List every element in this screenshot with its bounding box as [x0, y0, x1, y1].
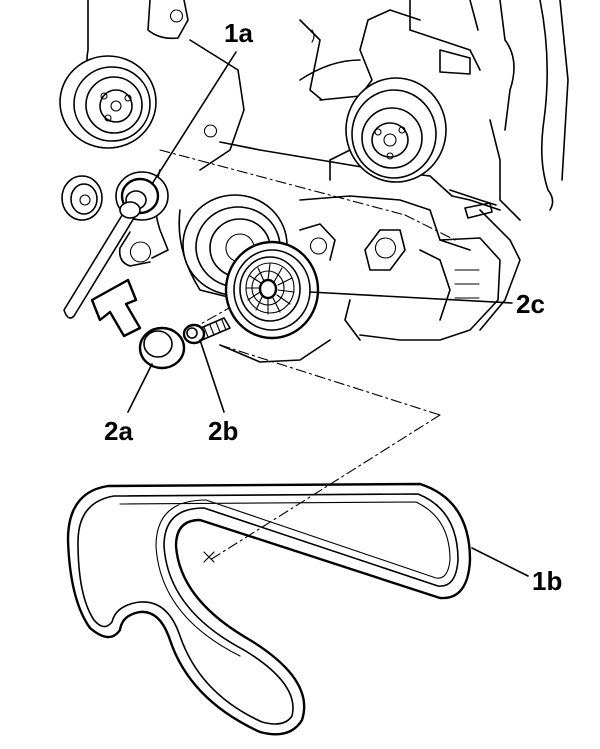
leader-2b [199, 339, 225, 413]
crankshaft-pulley [59, 55, 157, 149]
callout-2b: 2b [208, 416, 238, 446]
pulley-cap [138, 326, 186, 370]
callout-2a: 2a [104, 416, 133, 446]
serpentine-belt [66, 482, 472, 736]
leader-lines [127, 51, 529, 577]
leader-1a [151, 51, 237, 185]
small-pulley [61, 175, 103, 221]
callout-1b: 1b [532, 566, 562, 596]
wrench-tool [63, 201, 141, 319]
callout-2c: 2c [516, 289, 545, 319]
leader-2a [127, 363, 153, 413]
callout-1a: 1a [224, 18, 253, 48]
direction-arrow-icon [90, 278, 142, 338]
compressor-pulley [345, 77, 447, 183]
engine-block [86, 0, 569, 561]
leader-1b [471, 547, 529, 577]
idler-pulley [224, 240, 320, 340]
pulley-bolt [182, 317, 231, 345]
leader-2c [309, 291, 513, 304]
